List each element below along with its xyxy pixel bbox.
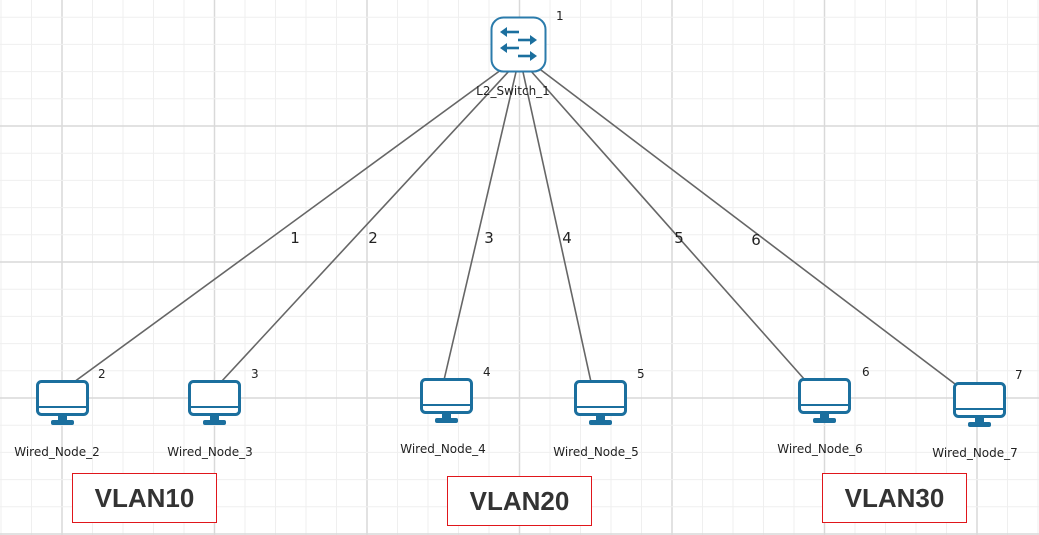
monitor-icon [36, 380, 89, 425]
node-name: Wired_Node_2 [14, 445, 100, 459]
link-label: 6 [751, 231, 761, 249]
node-id: 2 [98, 367, 106, 381]
node-name: Wired_Node_4 [400, 442, 486, 456]
node-id: 3 [251, 367, 259, 381]
wired-node-6[interactable] [798, 378, 852, 433]
link-label: 5 [674, 229, 684, 247]
vlan10-label: VLAN10 [94, 482, 195, 513]
vlan30-label: VLAN30 [844, 482, 945, 513]
monitor-icon [420, 378, 473, 423]
monitor-icon [188, 380, 241, 425]
node-id: 5 [637, 367, 645, 381]
wired-node-5[interactable] [574, 380, 628, 435]
monitor-icon [574, 380, 627, 425]
vlan20-label: VLAN20 [469, 485, 570, 516]
node-name: Wired_Node_7 [932, 446, 1018, 460]
wired-node-2[interactable] [36, 380, 90, 435]
monitor-icon [953, 382, 1006, 427]
link-2[interactable] [220, 69, 511, 383]
monitor-icon [798, 378, 851, 423]
link-4[interactable] [522, 71, 592, 383]
wired-node-7[interactable] [953, 382, 1007, 437]
node-name: Wired_Node_3 [167, 445, 253, 459]
wired-node-3[interactable] [188, 380, 242, 435]
link-label: 3 [484, 229, 494, 247]
link-label: 4 [562, 229, 572, 247]
link-label: 1 [290, 229, 300, 247]
link-6[interactable] [536, 66, 956, 385]
link-3[interactable] [443, 71, 517, 381]
vlan20-box: VLAN20 [447, 476, 592, 526]
vlan10-box: VLAN10 [72, 473, 217, 523]
link-5[interactable] [529, 69, 806, 381]
switch-icon [490, 16, 547, 73]
wired-node-4[interactable] [420, 378, 474, 433]
switch-label: L2_Switch_1 [476, 84, 550, 98]
switch-id: 1 [556, 9, 564, 23]
node-id: 6 [862, 365, 870, 379]
vlan30-box: VLAN30 [822, 473, 967, 523]
node-name: Wired_Node_6 [777, 442, 863, 456]
link-label: 2 [368, 229, 378, 247]
node-id: 4 [483, 365, 491, 379]
node-name: Wired_Node_5 [553, 445, 639, 459]
node-id: 7 [1015, 368, 1023, 382]
link-1[interactable] [73, 66, 506, 383]
switch-l2-switch-1[interactable] [490, 16, 547, 73]
